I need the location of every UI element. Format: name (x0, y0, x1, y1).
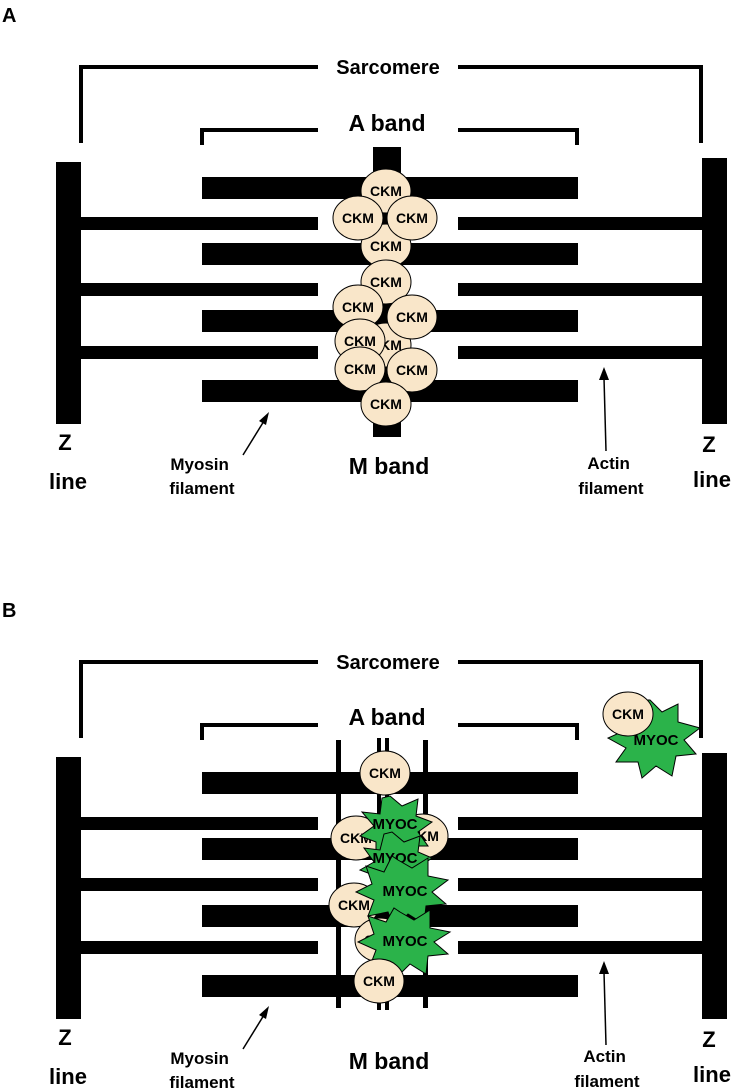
actin-arrow (599, 961, 609, 1046)
ckm-protein: CKM (602, 691, 654, 737)
myosin-arrow (242, 1006, 269, 1050)
ckm-label: CKM (396, 309, 428, 325)
m-band-label: M band (349, 453, 430, 479)
ckm-protein: CKM (386, 195, 438, 241)
ckm-protein: CKM (334, 346, 386, 392)
actin-filament (81, 346, 318, 359)
z-line-right-label: Z line (693, 1027, 731, 1087)
actin-filament (81, 941, 318, 954)
actin-filament (458, 878, 702, 891)
a-band-bracket (200, 128, 579, 145)
ckm-protein: CKM (360, 381, 412, 427)
actin-filament (458, 941, 702, 954)
ckm-myoc-cluster: CKM CKM CKM CKM MYOC MYOC CKM MYOC MYOC … (328, 750, 452, 1004)
actin-filament (458, 217, 702, 230)
ckm-protein: CKM (359, 750, 411, 796)
ckm-protein: CKM (353, 958, 405, 1004)
actin-arrow (599, 367, 609, 452)
ckm-protein: CKM (332, 195, 384, 241)
actin-filament (81, 817, 318, 830)
ckm-label: CKM (370, 396, 402, 412)
actin-filament-label: Actin filament (574, 1047, 640, 1091)
actin-filament (458, 817, 702, 830)
ckm-label: CKM (396, 362, 428, 378)
ckm-label: CKM (612, 706, 644, 722)
myoc-label: MYOC (383, 933, 428, 950)
actin-filaments (81, 817, 702, 954)
myoc-protein: MYOC (354, 855, 450, 929)
ckm-label: CKM (396, 210, 428, 226)
myosin-filament-label: Myosin filament (169, 455, 235, 498)
a-band-label: A band (348, 110, 425, 136)
z-line-left (56, 162, 81, 424)
ckm-label: CKM (344, 361, 376, 377)
z-line-left-label: Z line (49, 430, 87, 494)
actin-filament (458, 283, 702, 296)
actin-filament (458, 346, 702, 359)
actin-filaments (81, 217, 702, 359)
panel-b-label: B (2, 600, 16, 622)
z-line-right (702, 158, 727, 424)
m-band-line (336, 740, 341, 1008)
ckm-label: CKM (369, 765, 401, 781)
myoc-label: MYOC (373, 816, 418, 833)
myosin-filament-label: Myosin filament (169, 1049, 235, 1091)
ckm-protein: CKM (386, 347, 438, 393)
sarcomere-label: Sarcomere (336, 57, 439, 79)
z-line-left-label: Z line (49, 1025, 87, 1089)
z-line-right-label: Z line (693, 432, 731, 492)
sarcomere-label: Sarcomere (336, 652, 439, 674)
ckm-label: CKM (338, 897, 370, 913)
ckm-cluster-a: CKM CKM CKM CKM CKM CKM CKM CKM CKM CKM … (332, 168, 438, 427)
myoc-label: MYOC (383, 883, 428, 900)
a-band-label: A band (348, 704, 425, 730)
ckm-protein: CKM (332, 284, 384, 330)
z-line-right (702, 753, 727, 1019)
ckm-label: CKM (370, 238, 402, 254)
displaced-ckm-myoc: MYOC CKM (602, 691, 702, 779)
panel-b: B Sarcomere A band (2, 600, 731, 1091)
sarcomere-bracket (79, 65, 703, 143)
panel-a: A Sarcomere A band (2, 5, 731, 498)
myosin-arrow (242, 412, 269, 456)
ckm-label: CKM (342, 299, 374, 315)
actin-filament (81, 283, 318, 296)
ckm-label: CKM (342, 210, 374, 226)
myoc-label: MYOC (634, 732, 679, 749)
m-band-label: M band (349, 1048, 430, 1074)
z-line-left (56, 757, 81, 1019)
a-band-bracket (200, 723, 579, 740)
ckm-protein: CKM (386, 294, 438, 340)
actin-filament-label: Actin filament (578, 454, 644, 498)
ckm-label: CKM (363, 973, 395, 989)
actin-filament (81, 878, 318, 891)
actin-filament (81, 217, 318, 230)
ckm-label: CKM (370, 183, 402, 199)
ckm-label: CKM (370, 274, 402, 290)
sarcomere-bracket (79, 660, 703, 738)
ckm-label: CKM (344, 333, 376, 349)
panel-a-label: A (2, 5, 16, 27)
